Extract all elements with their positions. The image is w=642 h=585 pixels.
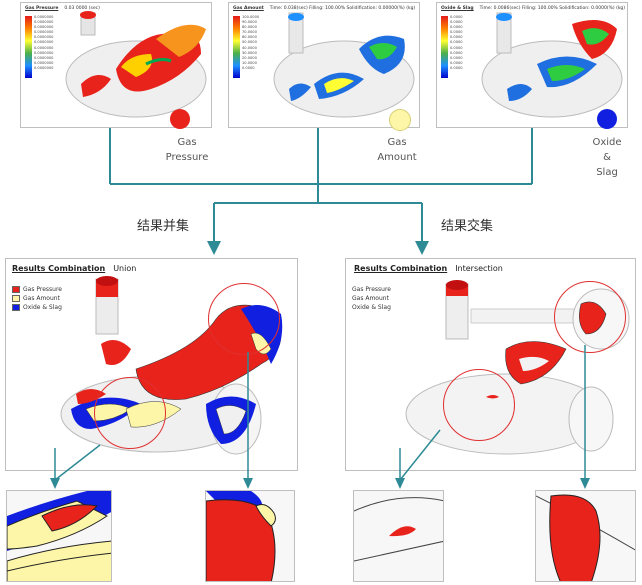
zoom-union-upper: [205, 490, 295, 582]
zoom-union-lower: [6, 490, 112, 582]
zoom-intersection-lower: [353, 490, 444, 582]
zoom-intersection-upper: [535, 490, 636, 582]
